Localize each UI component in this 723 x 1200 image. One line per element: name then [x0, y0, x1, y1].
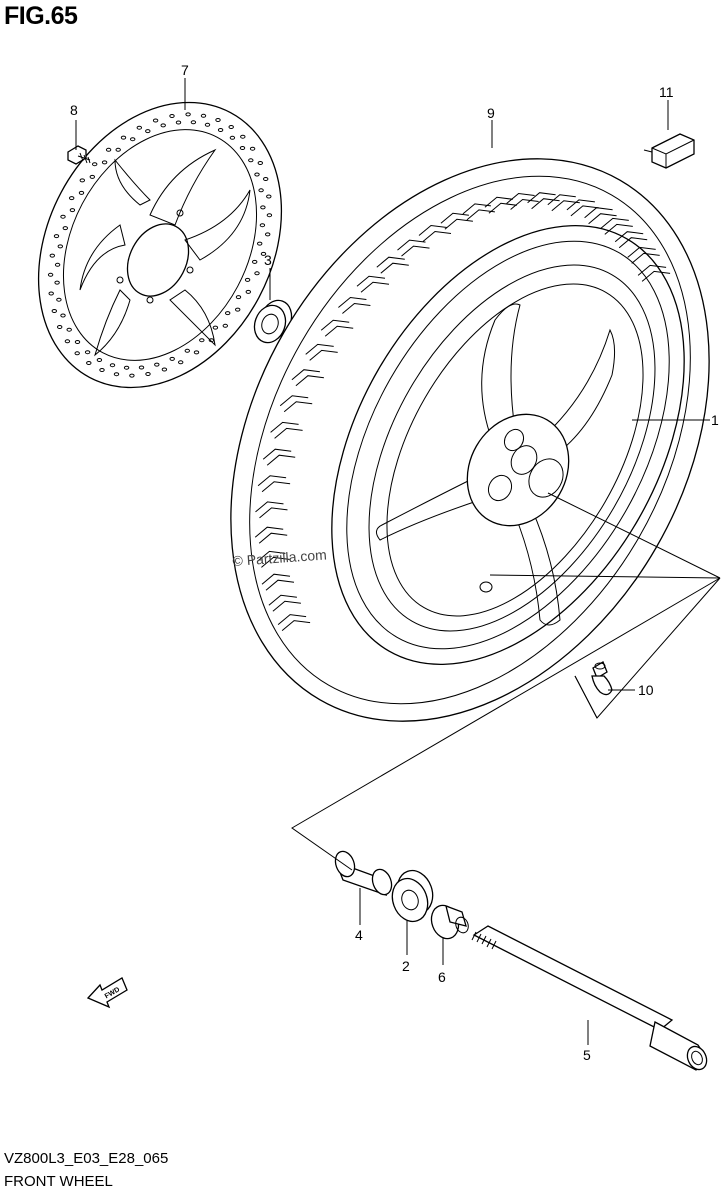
- leader-lines: [75, 78, 710, 1045]
- model-code: VZ800L3_E03_E28_065: [4, 1150, 169, 1167]
- callout-7: 7: [181, 62, 189, 78]
- callout-4: 4: [355, 927, 363, 943]
- callout-1: 1: [711, 412, 719, 428]
- callout-2: 2: [402, 958, 410, 974]
- axle-shaft[interactable]: [471, 925, 710, 1073]
- callout-5: 5: [583, 1047, 591, 1063]
- callout-9: 9: [487, 105, 495, 121]
- axle-spacer[interactable]: [332, 849, 395, 898]
- bearing-left[interactable]: [249, 296, 296, 347]
- axle-collar[interactable]: [427, 902, 470, 943]
- figure-title: FIG.65: [4, 2, 78, 30]
- callout-10: 10: [638, 682, 654, 698]
- callout-6: 6: [438, 969, 446, 985]
- callout-labels: 1 2 3 4 5 6 7 8 9 10 11: [70, 62, 719, 1063]
- callout-3: 3: [264, 252, 272, 268]
- callout-8: 8: [70, 102, 78, 118]
- assembly-lines: [291, 492, 721, 871]
- wheel-rim[interactable]: [280, 185, 723, 705]
- tire-valve[interactable]: [591, 661, 613, 696]
- balance-weight[interactable]: [643, 133, 695, 169]
- bearing-right[interactable]: [387, 866, 439, 927]
- figure-caption: FRONT WHEEL: [4, 1173, 113, 1190]
- brake-disc[interactable]: [0, 60, 329, 430]
- fwd-arrow-icon: FWD: [86, 977, 128, 1009]
- disc-bolt[interactable]: [67, 145, 91, 165]
- callout-11: 11: [659, 84, 674, 100]
